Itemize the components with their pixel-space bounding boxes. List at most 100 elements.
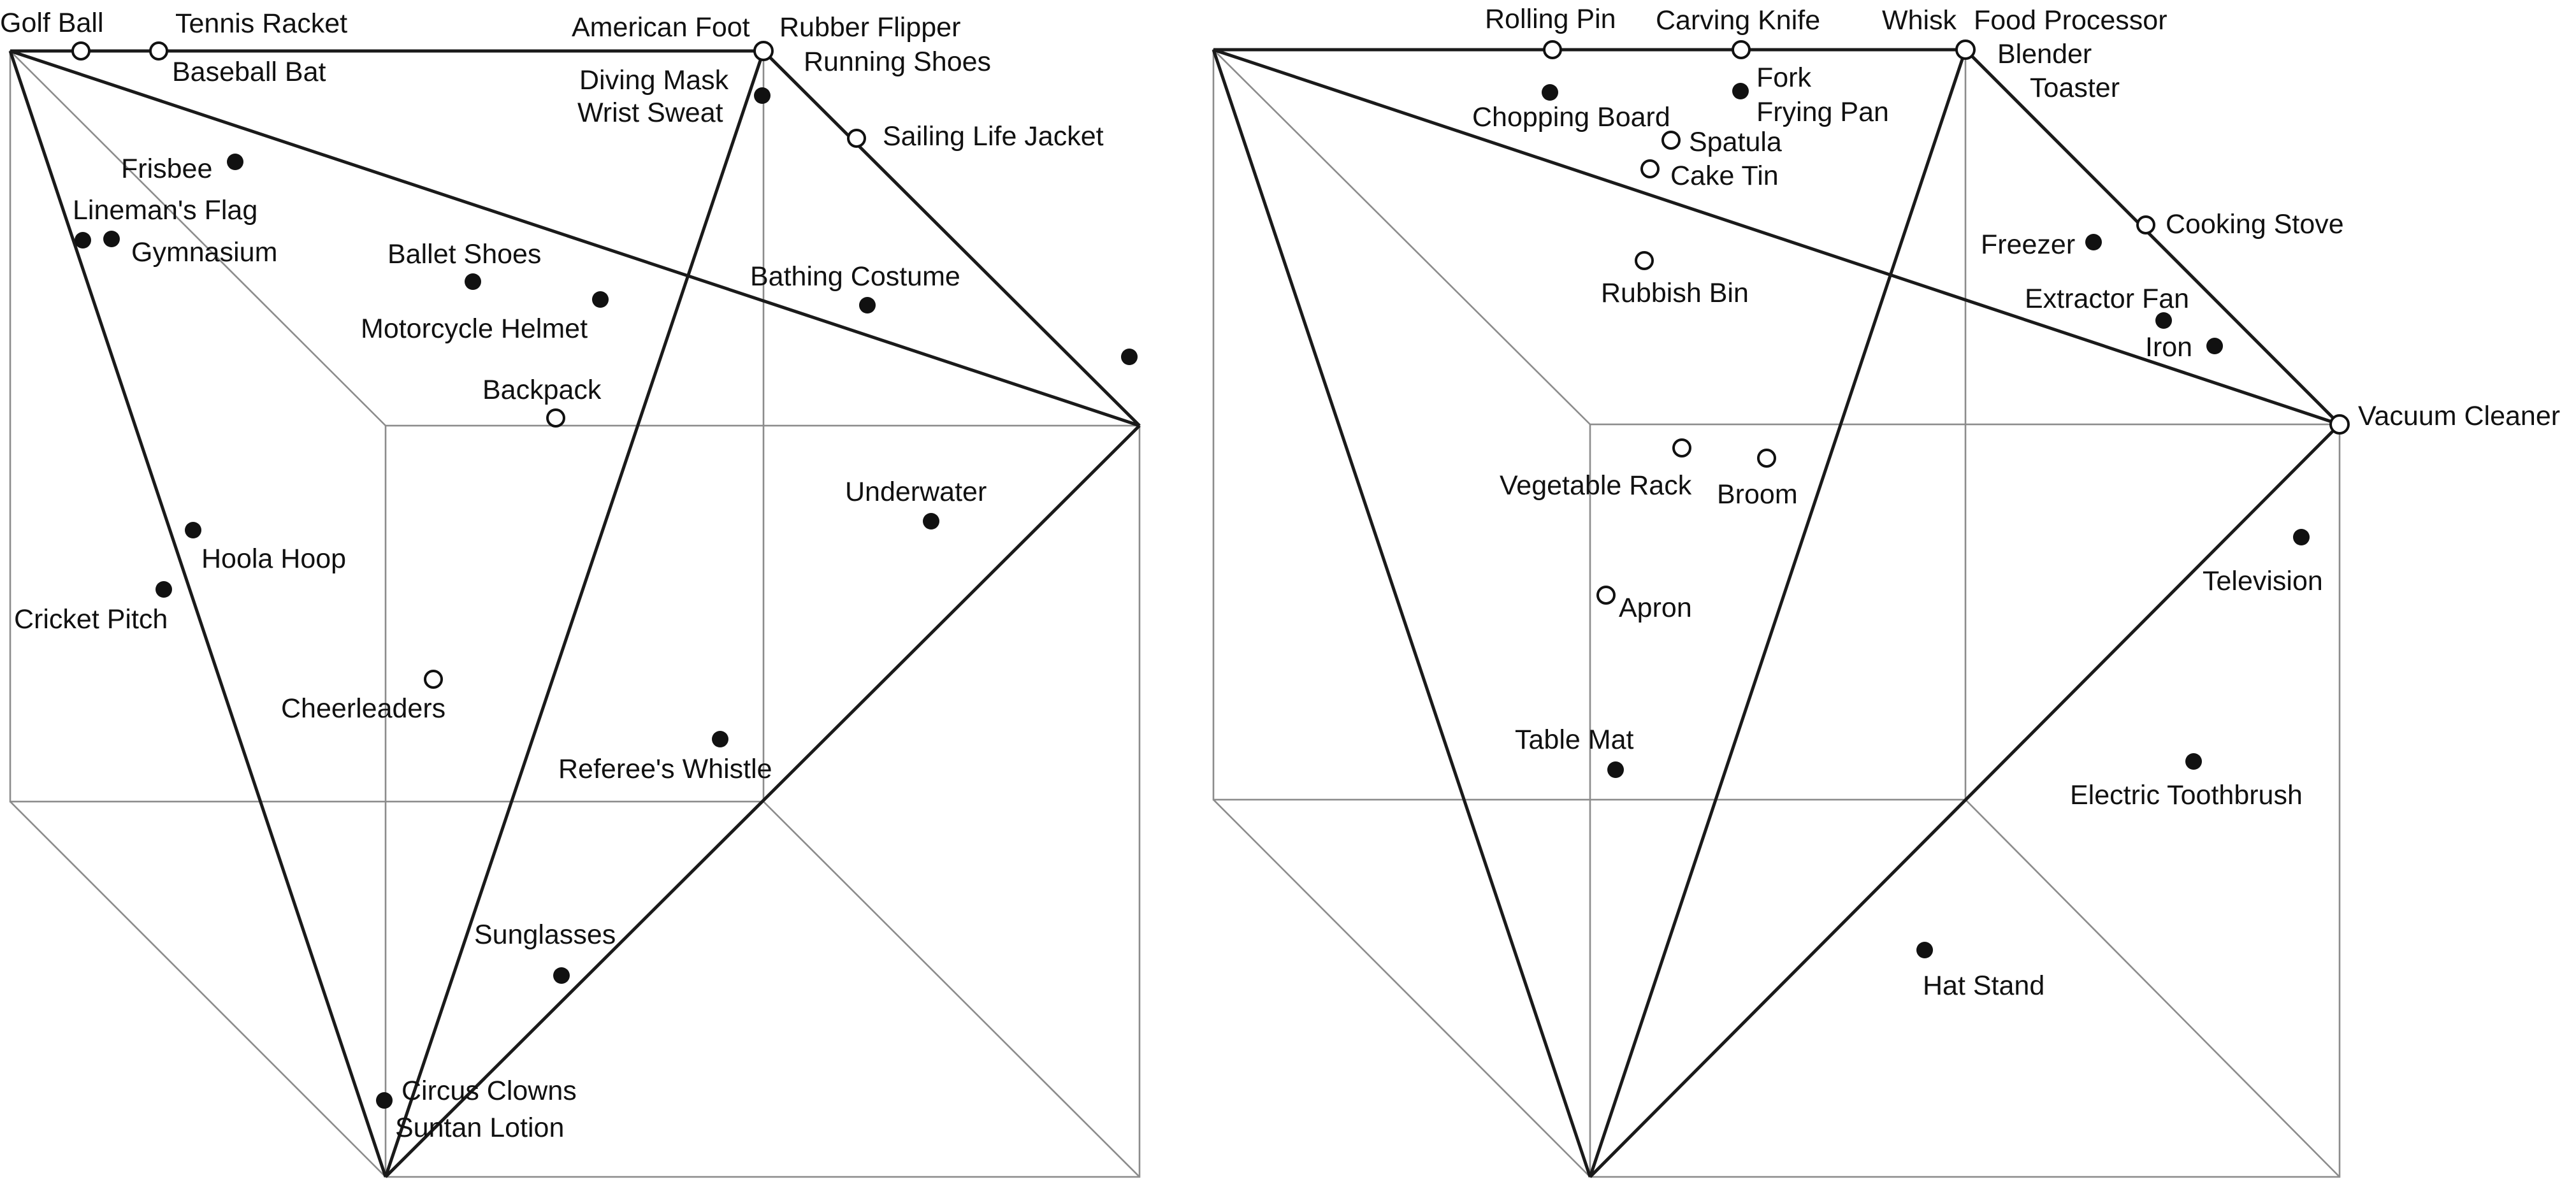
concept-node-open	[1672, 438, 1691, 458]
concept-label: Vegetable Rack	[1500, 470, 1692, 501]
concept-label: Hoola Hoop	[201, 544, 346, 574]
concept-node-filled	[2155, 312, 2172, 329]
concept-label: Apron	[1619, 593, 1692, 623]
concept-node-filled	[1732, 83, 1749, 99]
concept-label: Whisk	[1882, 5, 1957, 36]
concept-node-filled	[712, 731, 728, 747]
concept-node-open	[424, 670, 443, 689]
concept-node-open	[1661, 131, 1681, 150]
concept-label: Cheerleaders	[281, 693, 445, 724]
right-concept-nodes	[1542, 40, 2350, 958]
left-front-face	[384, 424, 1141, 1178]
concept-node-open	[1732, 40, 1751, 59]
concept-node-filled	[376, 1092, 393, 1109]
concept-label: Wrist Sweat	[577, 97, 723, 128]
concept-node-open	[1635, 251, 1654, 270]
concept-node-filled	[553, 967, 570, 984]
concept-node-filled	[2293, 529, 2310, 545]
concept-label: Gymnasium	[131, 237, 277, 268]
concept-label: Circus Clowns	[402, 1076, 577, 1106]
concept-label: Backpack	[482, 375, 602, 405]
concept-node-filled	[923, 513, 939, 530]
concept-label: Golf Ball	[0, 8, 104, 38]
concept-node-open	[2136, 215, 2155, 234]
concept-node-filled	[1121, 349, 1138, 365]
concept-node-filled	[185, 522, 201, 538]
left-lattice-edge	[384, 50, 765, 1178]
concept-node-open	[2329, 414, 2350, 435]
left-lattice-edge	[384, 424, 1141, 1178]
right-lattice-edges	[1212, 48, 2341, 1178]
concept-label: American Foot	[572, 12, 750, 43]
concept-node-open	[149, 41, 168, 61]
right-lattice-edge	[1213, 48, 2340, 426]
concept-node-open	[1543, 40, 1562, 59]
concept-label: Running Shoes	[804, 47, 991, 77]
left-lattice-edge	[8, 50, 387, 1178]
right-lattice-edge	[1588, 49, 1967, 1178]
concept-label: Frying Pan	[1756, 97, 1889, 127]
right-concept-labels: Rolling Pin Carving Knife Whisk Food Pro…	[1472, 4, 2560, 1001]
concept-node-open	[1596, 586, 1616, 605]
concept-node-open	[1757, 449, 1776, 468]
concept-label: Electric Toothbrush	[2070, 780, 2303, 811]
concept-label: Vacuum Cleaner	[2358, 401, 2560, 431]
concept-node-filled	[592, 291, 609, 308]
concept-node-filled	[2206, 338, 2223, 354]
left-concept-labels: Golf Ball Tennis Racket Baseball Bat Ame…	[0, 8, 1104, 1143]
concept-label: Cake Tin	[1670, 161, 1779, 191]
concept-label: Television	[2203, 566, 2323, 596]
right-diagram: Rolling Pin Carving Knife Whisk Food Pro…	[1212, 4, 2560, 1178]
concept-label: Baseball Bat	[172, 57, 326, 87]
concept-label: Toaster	[2030, 73, 2120, 103]
concept-label: Freezer	[1981, 229, 2075, 260]
concept-node-filled	[2185, 753, 2202, 770]
concept-node-filled	[1607, 761, 1624, 778]
concept-node-filled	[75, 232, 91, 249]
concept-label: Cooking Stove	[2166, 209, 2344, 240]
right-depth-edge	[1213, 49, 1591, 425]
concept-label: Chopping Board	[1472, 102, 1670, 133]
concept-label: Broom	[1717, 479, 1798, 510]
concept-node-filled	[1542, 84, 1558, 101]
right-lattice-edge	[1589, 423, 2341, 1178]
left-concept-nodes	[71, 41, 1138, 1109]
concept-label: Extractor Fan	[2025, 284, 2189, 314]
left-diagram: Golf Ball Tennis Racket Baseball Bat Ame…	[0, 8, 1141, 1178]
concept-label: Fork	[1756, 62, 1812, 93]
concept-label: Bathing Costume	[750, 261, 960, 292]
concept-label: Table Mat	[1515, 724, 1633, 755]
concept-label: Rolling Pin	[1485, 4, 1616, 34]
concept-label: Rubbish Bin	[1601, 278, 1749, 308]
right-lattice-edge	[1212, 49, 1592, 1178]
concept-node-filled	[1916, 942, 1933, 958]
concept-label: Sunglasses	[474, 919, 616, 950]
right-lattice-edge	[1964, 48, 2341, 426]
concept-node-filled	[2085, 234, 2102, 250]
concept-label: Diving Mask	[579, 65, 729, 96]
right-depth-edge	[1213, 799, 1591, 1178]
concept-node-open	[1640, 159, 1660, 178]
concept-label: Motorcycle Helmet	[361, 313, 588, 344]
concept-node-filled	[859, 297, 876, 313]
concept-label: Food Processor	[1974, 5, 2167, 36]
concept-node-open	[753, 41, 774, 61]
concept-label: Blender	[1997, 39, 2092, 69]
concept-label: Underwater	[845, 477, 987, 507]
concept-node-filled	[227, 154, 243, 170]
left-lattice-edges	[8, 49, 1141, 1178]
concept-node-filled	[156, 581, 172, 598]
concept-label: Spatula	[1689, 127, 1782, 157]
right-front-face	[1589, 423, 2341, 1178]
left-lattice-edge	[10, 49, 1140, 428]
concept-label: Frisbee	[121, 154, 212, 184]
concept-label: Suntan Lotion	[395, 1113, 564, 1143]
concept-node-open	[847, 129, 866, 148]
concept-node-open	[1955, 40, 1976, 60]
concept-node-open	[546, 408, 565, 428]
left-lattice-edge	[762, 50, 1141, 427]
left-depth-edge	[763, 801, 1140, 1178]
concept-label: Tennis Racket	[175, 8, 347, 39]
concept-node-filled	[465, 273, 481, 290]
